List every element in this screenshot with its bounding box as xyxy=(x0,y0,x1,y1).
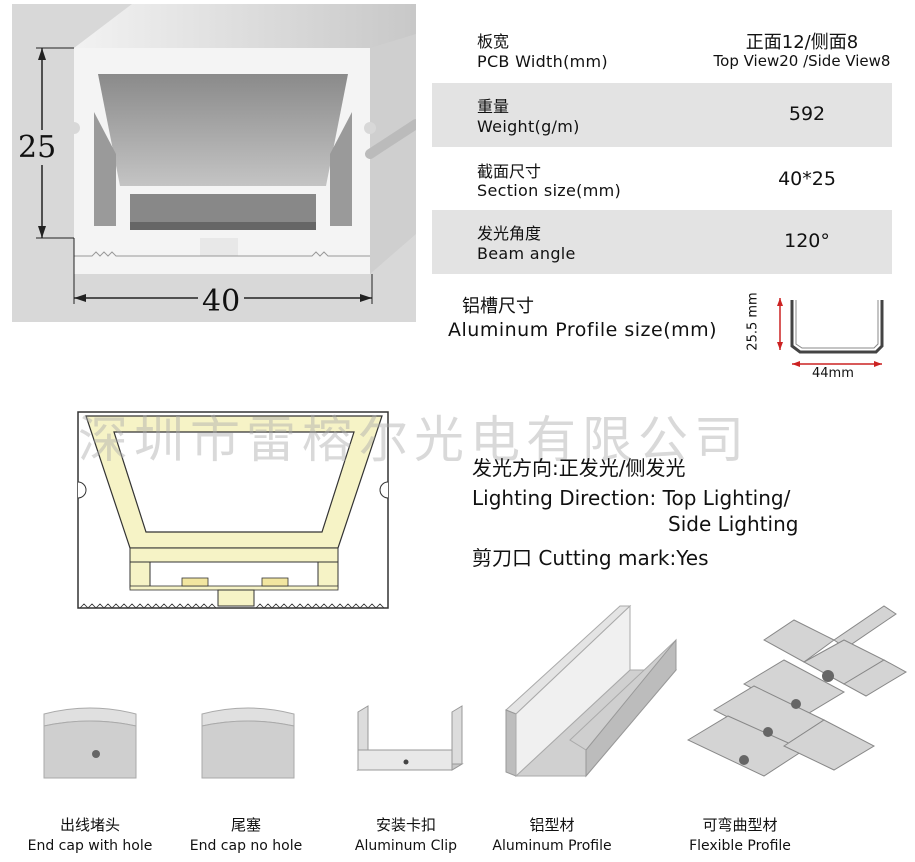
spec-value-cn: 正面12/侧面8 xyxy=(745,32,859,53)
spec-value: 592 xyxy=(788,103,826,125)
height-dimension-label: 25 xyxy=(18,130,57,165)
spec-label-en: Weight(g/m) xyxy=(477,117,580,136)
spec-row-section-size: 截面尺寸 Section size(mm) 40*25 xyxy=(432,150,892,210)
profile-3d-image: 25 40 xyxy=(12,4,421,322)
cutting-mark-text: 剪刀口 Cutting mark:Yes xyxy=(472,546,709,570)
flexible-profile-icon xyxy=(684,600,910,790)
spec-label-en: PCB Width(mm) xyxy=(477,52,608,71)
spec-label-cn: 发光角度 xyxy=(477,224,542,243)
spec-value-en: Top View20 /Side View8 xyxy=(713,52,891,70)
lighting-direction-en-2: Side Lighting xyxy=(668,512,799,536)
aluminum-width-label: 44mm xyxy=(812,366,854,381)
lighting-direction-en-1: Lighting Direction: Top Lighting/ xyxy=(472,486,791,510)
aluminum-size-label-cn: 铝槽尺寸 xyxy=(462,296,534,317)
spec-label-cn: 板宽 xyxy=(477,32,510,51)
spec-row-weight: 重量 Weight(g/m) 592 xyxy=(432,83,892,147)
width-dimension-label: 40 xyxy=(198,284,245,319)
accessory-label-en: End cap with hole xyxy=(27,838,153,854)
spec-label-en: Section size(mm) xyxy=(477,181,622,200)
accessory-label-en: End cap no hole xyxy=(189,838,303,854)
aluminum-clip-icon xyxy=(354,700,474,780)
accessory-label-cn: 铝型材 xyxy=(529,816,575,834)
spec-label-cn: 重量 xyxy=(477,97,510,116)
glow-section-drawing xyxy=(74,410,394,616)
spec-label-cn: 截面尺寸 xyxy=(477,162,542,181)
accessory-label-en: Flexible Profile xyxy=(689,838,791,854)
accessory-label-en: Aluminum Profile xyxy=(492,838,612,854)
spec-value: 40*25 xyxy=(778,168,836,190)
aluminum-profile-diagram: 25.5 mm 44mm xyxy=(746,284,900,384)
aluminum-size-label-en: Aluminum Profile size(mm) xyxy=(448,319,718,341)
spec-row-pcb-width: 板宽 PCB Width(mm) 正面12/侧面8 Top View20 /Si… xyxy=(432,18,892,80)
aluminum-height-label: 25.5 mm xyxy=(745,292,761,351)
watermark-text: 深圳市雷榕尔光电有限公司 xyxy=(78,411,750,469)
spec-value: 120° xyxy=(784,230,830,252)
end-cap-with-hole-icon xyxy=(40,702,140,782)
spec-label-en: Beam angle xyxy=(477,244,576,263)
end-cap-no-hole-icon xyxy=(198,702,298,782)
accessory-label-cn: 出线堵头 xyxy=(59,816,120,834)
accessory-label-cn: 尾塞 xyxy=(230,816,261,834)
spec-row-beam-angle: 发光角度 Beam angle 120° xyxy=(432,210,892,274)
accessory-label-cn: 可弯曲型材 xyxy=(702,816,778,834)
lighting-direction-cn: 发光方向:正发光/侧发光 xyxy=(472,456,686,480)
accessory-label-cn: 安装卡扣 xyxy=(375,816,436,834)
aluminum-profile-icon xyxy=(500,600,680,782)
profile-3d-drawing xyxy=(12,4,421,322)
accessory-label-en: Aluminum Clip xyxy=(354,838,458,854)
